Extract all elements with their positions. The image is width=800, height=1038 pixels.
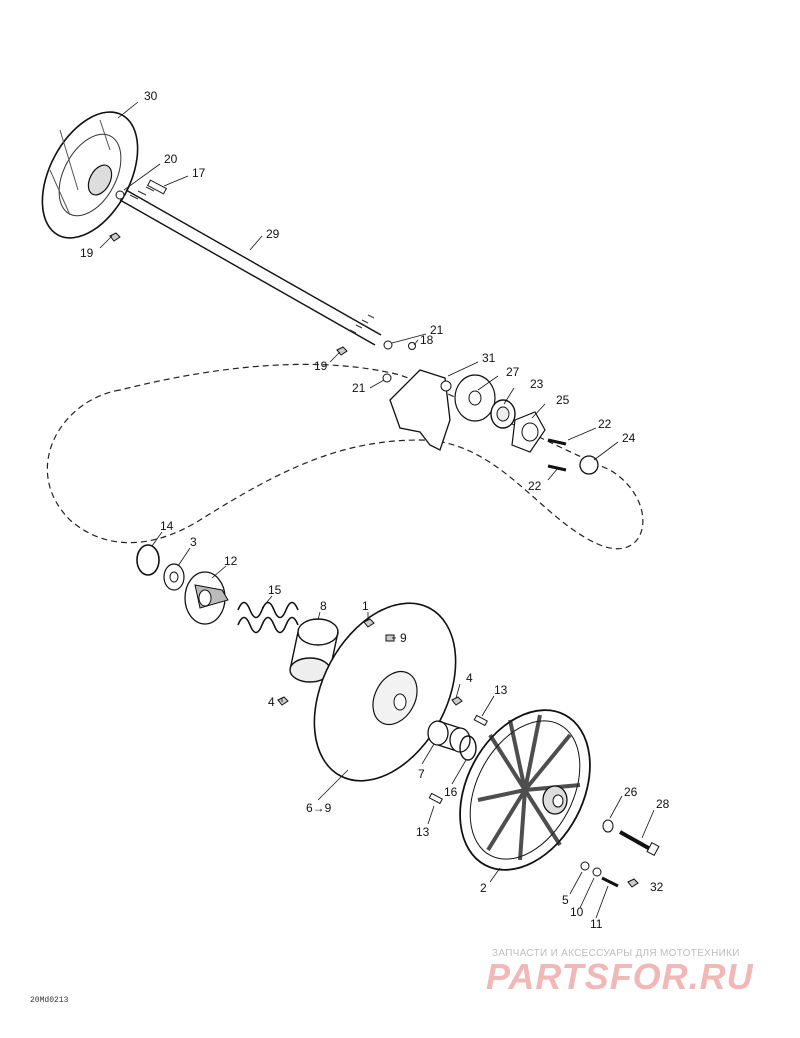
callout-23: 23 (530, 377, 544, 391)
callout-4b: 4 (466, 671, 473, 685)
pin-13a (473, 714, 488, 727)
callout-29: 29 (266, 227, 280, 241)
callout-30: 30 (144, 89, 158, 103)
callout-22a: 22 (598, 417, 612, 431)
callout-2: 2 (480, 881, 487, 895)
screw-11 (601, 876, 619, 888)
nut-32 (627, 878, 639, 888)
leader-lines (99, 101, 655, 919)
cap-24 (579, 455, 599, 475)
spring-15 (237, 601, 299, 619)
callout-8: 8 (320, 599, 327, 613)
circlip-14 (136, 544, 160, 576)
callout-13b: 13 (416, 825, 430, 839)
washer-21b (382, 373, 392, 383)
callout-17: 17 (192, 166, 206, 180)
callout-19a: 19 (80, 246, 94, 260)
callout-27: 27 (506, 365, 520, 379)
watermark-caption: ЗАПЧАСТИ И АКСЕССУАРЫ ДЛЯ МОТОТЕХНИКИ (492, 948, 740, 959)
nut-19a (109, 232, 121, 242)
nut-4a (277, 696, 289, 706)
callout-26: 26 (624, 785, 638, 799)
pin-13b (428, 792, 443, 805)
callout-12: 12 (224, 554, 238, 568)
callout-15: 15 (268, 583, 282, 597)
ring-16 (459, 735, 477, 761)
bolt-22b (547, 464, 567, 472)
callout-7: 7 (418, 767, 425, 781)
callout-21b: 21 (352, 381, 366, 395)
callout-20: 20 (164, 152, 178, 166)
callout-10: 10 (570, 905, 584, 919)
callout-19b: 19 (314, 359, 328, 373)
callout-9: 9 (400, 631, 407, 645)
callout-22b: 22 (528, 479, 542, 493)
callout-32: 32 (650, 880, 664, 894)
driven-pulley-2 (459, 709, 591, 871)
fixed-sheave-30 (41, 111, 139, 239)
key-17 (146, 179, 168, 195)
callout-14: 14 (160, 519, 174, 533)
callout-4a: 4 (268, 695, 275, 709)
callout-31: 31 (482, 351, 496, 365)
washer-26 (602, 819, 614, 833)
callout-28: 28 (656, 797, 670, 811)
washer-10 (592, 867, 602, 877)
driven-shaft-29 (119, 186, 382, 346)
washer-20 (115, 190, 125, 200)
callout-16: 16 (444, 785, 458, 799)
callout-18: 18 (420, 333, 434, 347)
callout-11: 11 (590, 917, 603, 931)
watermark-logo: PARTSFOR.RU (486, 956, 754, 997)
bolt-22a (547, 438, 567, 446)
callout-25: 25 (556, 393, 570, 407)
callout-6: 6→9 (306, 801, 332, 815)
washer-21a (383, 340, 393, 350)
callout-3: 3 (190, 535, 197, 549)
cam-12 (184, 571, 229, 625)
sleeve-7 (427, 720, 471, 753)
callout-21a: 21 (430, 323, 444, 337)
callout-13a: 13 (494, 683, 508, 697)
bracket-31 (389, 369, 451, 451)
washer-5 (580, 861, 590, 871)
bolt-28 (619, 830, 653, 852)
nut-4b (451, 696, 463, 706)
reference-code: 20Md0213 (30, 996, 69, 1005)
washer-18 (408, 342, 416, 350)
callout-24: 24 (622, 431, 636, 445)
movable-sheave-6 (313, 602, 457, 782)
callout-1: 1 (362, 599, 369, 613)
drive-belt (46, 363, 644, 550)
callout-5: 5 (562, 893, 569, 907)
screw-9 (385, 634, 395, 642)
